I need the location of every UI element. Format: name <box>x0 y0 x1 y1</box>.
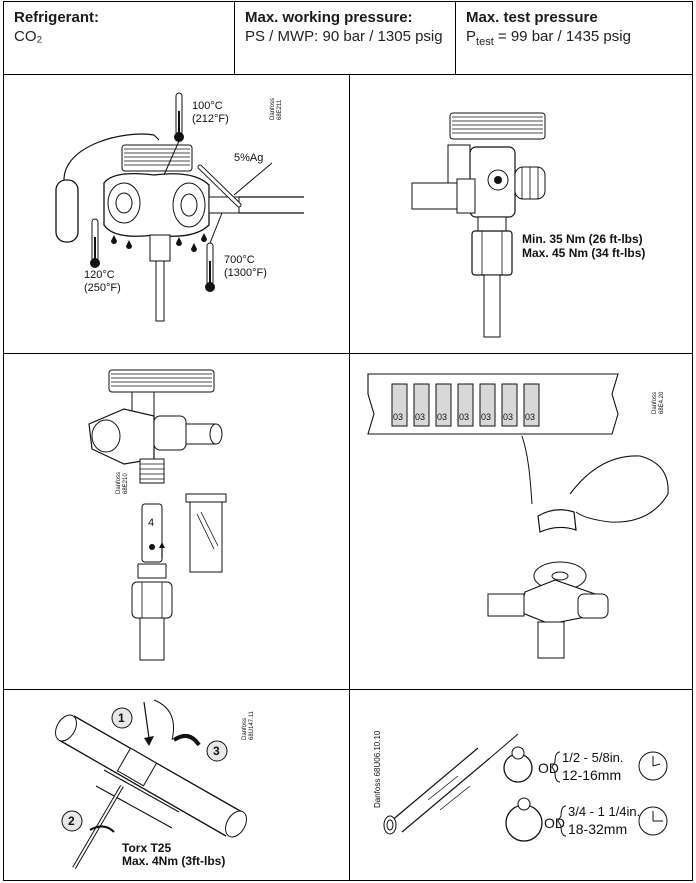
small-in: 1/2 - 5/8in. <box>562 750 623 765</box>
stamp-b: 68E210 <box>123 473 129 494</box>
temp-right-c: 700°C <box>224 254 255 266</box>
step-1-badge: 1 <box>111 707 133 729</box>
powerhead <box>121 144 193 172</box>
instruction-sheet: Refrigerant: CO₂ Max. working pressure: … <box>3 1 693 881</box>
od-small: OD <box>538 760 559 776</box>
orifice-id-illustration: 03 03 03 03 03 03 03 Danfoss 68E4.20 <box>367 373 669 659</box>
bulb-mounting-illustration: 1 2 3 Torx T25 Max. 4Nm (3ft-lbs) Danfos… <box>55 699 255 870</box>
temp-left-c: 120°C <box>84 269 115 281</box>
refrigerant-title: Refrigerant: <box>14 9 100 26</box>
stamp: Danfoss 68U06.10.10 <box>373 730 382 808</box>
panel-orifice-id: 03 03 03 03 03 03 03 Danfoss 68E4.20 <box>350 354 692 690</box>
step-3-badge: 3 <box>206 740 228 762</box>
temp-left-f: (250°F) <box>84 282 121 294</box>
orifice-3 <box>435 383 452 427</box>
orifice-row: 03 03 03 03 03 03 03 <box>391 383 540 427</box>
step-1-label: 1 <box>118 711 125 725</box>
large-mm: 18-32mm <box>568 821 627 837</box>
orifice-label-1: 03 <box>393 412 403 422</box>
thermometer-left-icon <box>90 218 100 268</box>
temp-top-f: (212°F) <box>192 113 229 125</box>
orifice-label-7: 03 <box>525 412 535 422</box>
powerhead <box>449 112 546 140</box>
panel-brazing: 100°C (212°F) 120°C (250°F) 700°C (1300°… <box>4 75 350 354</box>
temp-top-c: 100°C <box>192 100 223 112</box>
torque-min: Min. 35 Nm (26 ft-lbs) <box>522 232 643 246</box>
stamp-a: Danfoss <box>270 98 276 120</box>
torx-label: Torx T25 <box>122 841 171 855</box>
powerhead <box>108 369 215 393</box>
refrigerant-cell: Refrigerant: CO₂ <box>4 2 235 74</box>
hand-illustration <box>569 455 669 523</box>
step-2-label: 2 <box>68 814 75 828</box>
od-large: OD <box>544 815 565 831</box>
stamp-a: Danfoss <box>652 392 658 414</box>
valve-body <box>103 172 210 322</box>
working-pressure-title: Max. working pressure: <box>245 9 413 26</box>
temp-right-f: (1300°F) <box>224 267 267 279</box>
panel-orifice: 4 Danfoss 68E210 <box>4 354 350 690</box>
orifice-ring <box>537 509 577 533</box>
panel-bulb-position: Danfoss 68U06.10.10 OD 1/2 - 5/8in. 12-1… <box>350 690 692 880</box>
torque-label: Max. 4Nm (3ft-lbs) <box>122 854 225 868</box>
orifice-4 <box>457 383 474 427</box>
orifice-label-3: 03 <box>437 412 447 422</box>
test-pressure-cell: Max. test pressure Ptest = 99 bar / 1435… <box>456 2 692 74</box>
orifice-1 <box>391 383 408 427</box>
orifice-illustration: 4 Danfoss 68E210 <box>88 369 227 661</box>
large-tube-diagram: OD 3/4 - 1 1/4in. 18-32mm <box>505 797 668 842</box>
torque-illustration: Min. 35 Nm (26 ft-lbs) Max. 45 Nm (34 ft… <box>411 112 645 338</box>
sensor-bulb <box>55 179 79 243</box>
water-drops <box>111 233 207 252</box>
orifice-label-4: 03 <box>459 412 469 422</box>
header-divider <box>4 74 692 75</box>
large-in: 3/4 - 1 1/4in. <box>568 804 640 819</box>
refrigerant-value: CO₂ <box>14 28 43 45</box>
thermometer-right-icon <box>205 212 223 292</box>
stamp-b: 68E211 <box>277 99 283 120</box>
test-pressure-subscript: test <box>476 36 494 48</box>
orifice-label-6: 03 <box>503 412 513 422</box>
orifice-container <box>185 493 227 573</box>
step-3-label: 3 <box>213 744 220 758</box>
small-mm: 12-16mm <box>562 767 621 783</box>
bulb-position-illustration: Danfoss 68U06.10.10 OD 1/2 - 5/8in. 12-1… <box>373 730 668 842</box>
orifice-2 <box>413 383 430 427</box>
test-pressure-amount: = 99 bar / 1435 psig <box>493 28 631 45</box>
orifice-5 <box>479 383 496 427</box>
working-pressure-cell: Max. working pressure: PS / MWP: 90 bar … <box>235 2 456 74</box>
torque-max: Max. 45 Nm (34 ft-lbs) <box>522 246 645 260</box>
test-pressure-value: Ptest = 99 bar / 1435 psig <box>466 28 631 48</box>
solder-label: 5%Ag <box>234 152 263 164</box>
orifice-label-5: 03 <box>481 412 491 422</box>
stamp-b: 68U147.11 <box>249 710 255 740</box>
orifice-number: 4 <box>148 517 154 529</box>
test-pressure-symbol: P <box>466 28 477 45</box>
small-tube-diagram: OD 1/2 - 5/8in. 12-16mm <box>503 746 668 783</box>
stamp-a: Danfoss <box>242 718 248 740</box>
orifice-6 <box>501 383 518 427</box>
orifice-label-2: 03 <box>415 412 425 422</box>
stamp-b: 68E4.20 <box>659 391 665 414</box>
test-pressure-title: Max. test pressure <box>466 9 598 26</box>
step-2-badge: 2 <box>61 810 83 832</box>
brazing-illustration: 100°C (212°F) 120°C (250°F) 700°C (1300°… <box>55 92 304 322</box>
panel-bulb-mounting: 1 2 3 Torx T25 Max. 4Nm (3ft-lbs) Danfos… <box>4 690 350 880</box>
orifice-7 <box>523 383 540 427</box>
panel-torque: Min. 35 Nm (26 ft-lbs) Max. 45 Nm (34 ft… <box>350 75 692 354</box>
stamp-a: Danfoss <box>116 472 122 494</box>
thermometer-top-icon <box>163 92 184 176</box>
working-pressure-value: PS / MWP: 90 bar / 1305 psig <box>245 28 443 45</box>
